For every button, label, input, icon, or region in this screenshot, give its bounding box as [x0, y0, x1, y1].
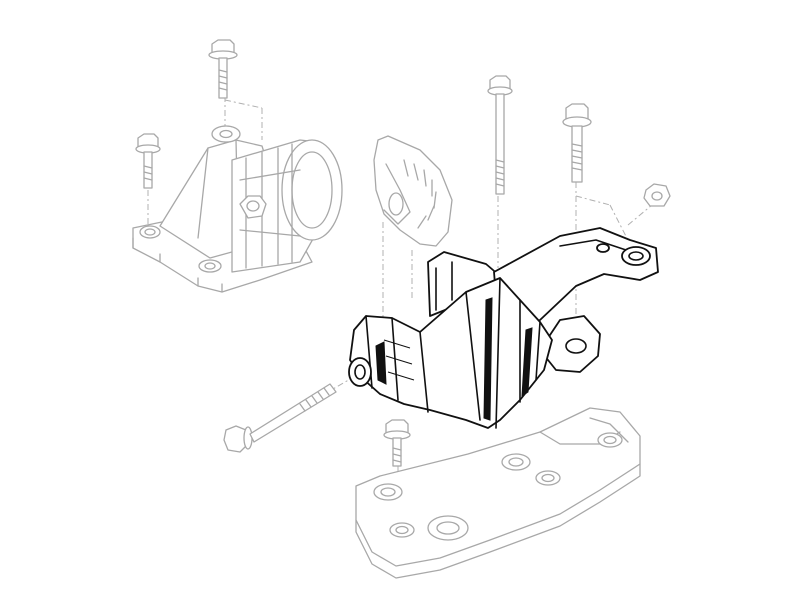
heat-shield-plate [373, 135, 453, 247]
lower-support-plate [355, 407, 641, 579]
gearbox-support-bracket [348, 227, 659, 429]
bolt-right-icon [562, 103, 592, 183]
bolt-lower-icon [383, 419, 411, 467]
bolt-top-left-icon [208, 39, 238, 99]
bolt-horizontal-icon [223, 383, 337, 453]
bolt-left-icon [135, 133, 161, 189]
engine-mount-rubber [132, 125, 343, 293]
nut-right-icon [643, 183, 671, 207]
bolt-long-center-icon [487, 75, 513, 195]
